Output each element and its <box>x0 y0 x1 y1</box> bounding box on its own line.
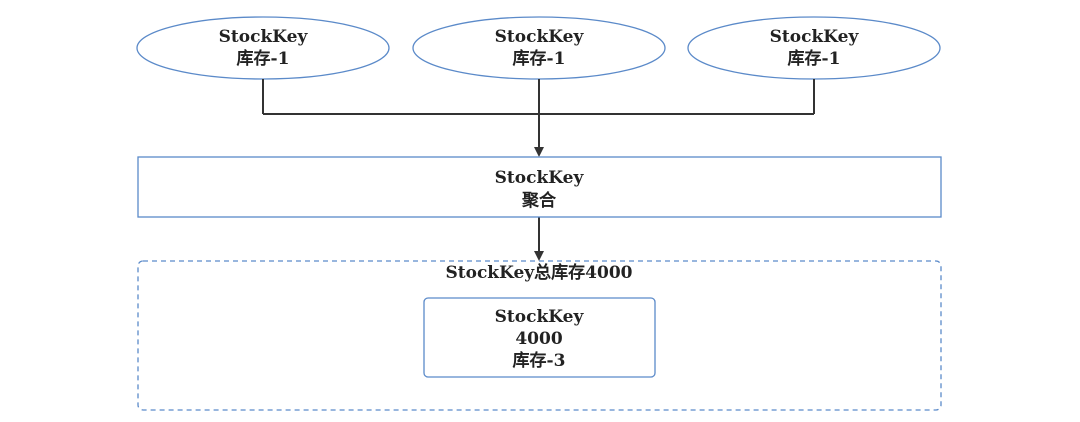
node-1-line2: 库存-1 <box>237 48 290 69</box>
node-stockkey-2: StockKey 库存-1 <box>412 16 666 80</box>
node-1-line1: StockKey <box>219 27 309 47</box>
result-line1: StockKey <box>495 307 585 327</box>
node-2-line2: 库存-1 <box>513 48 566 69</box>
aggregate-box: StockKey 聚合 <box>137 156 942 218</box>
group-title: StockKey总库存4000 <box>445 262 632 283</box>
node-stockkey-1: StockKey 库存-1 <box>136 16 390 80</box>
aggregate-line1: StockKey <box>495 168 585 188</box>
node-2-line1: StockKey <box>495 27 585 47</box>
result-line2: 4000 <box>515 329 562 349</box>
node-3-line2: 库存-1 <box>788 48 841 69</box>
node-stockkey-3: StockKey 库存-1 <box>687 16 941 80</box>
result-box: StockKey 4000 库存-3 <box>423 297 656 378</box>
node-3-line1: StockKey <box>770 27 860 47</box>
aggregate-line2: 聚合 <box>521 190 557 211</box>
result-line3: 库存-3 <box>513 350 566 371</box>
connectors <box>262 79 815 261</box>
